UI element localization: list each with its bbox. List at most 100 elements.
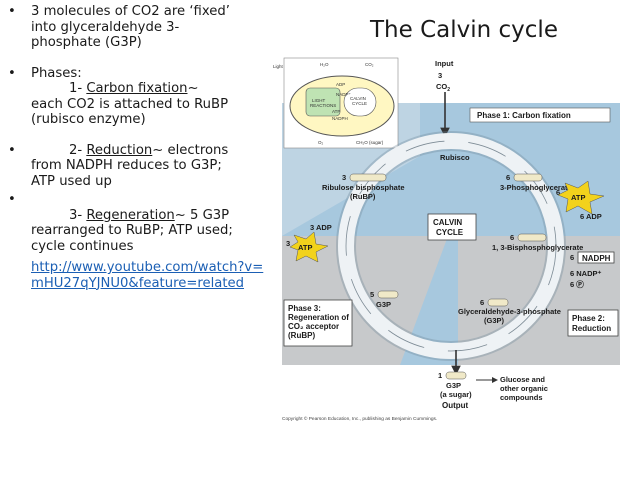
pga-count: 6 [506, 173, 510, 182]
g3p6-name: Glyceraldehyde-3-phosphate [458, 307, 561, 316]
bullet-4-line-2: rearranged to RuBP; ATP used; [31, 223, 233, 238]
rubisco-label: Rubisco [440, 153, 470, 162]
phase-number: 2- [69, 142, 87, 158]
inset-calvin-1: CALVIN [350, 96, 366, 101]
bullet-dot: • [8, 192, 16, 207]
rubp-abbrev: (RuBP) [350, 192, 376, 201]
inset-atp: ATP [332, 109, 340, 114]
phase2-line-1: Phase 2: [572, 314, 605, 323]
atp-left-count: 3 [286, 239, 290, 248]
calvin-cycle-diagram: Light H₂O CO₂ LIGHT REACTIONS CALVIN CYC… [273, 57, 620, 422]
co2-subscript: 2 [447, 87, 450, 93]
phase-name: Carbon fixation [86, 81, 188, 96]
inset-nadp: NADP⁺ [336, 92, 352, 97]
inset-adp: ADP [336, 82, 345, 87]
bullet-3: • 2- Reduction~ electrons from NADPH red… [6, 143, 268, 190]
bullet-4-line-1: 3- Regeneration~ 5 G3P [31, 208, 268, 224]
nadp-label: 6 NADP⁺ [570, 269, 602, 278]
glucose-1: Glucose and [500, 375, 545, 384]
phase-number: 3- [69, 207, 87, 223]
atp-burst-right [557, 180, 605, 215]
glucose-2: other organic [500, 384, 548, 393]
calvin-label-1: CALVIN [433, 218, 462, 227]
bullet-dot: • [8, 4, 16, 19]
phase1-label: Phase 1: Carbon fixation [477, 111, 571, 120]
phase-rest: ~ electrons [152, 142, 229, 158]
phase3-line-4: (RuBP) [288, 331, 315, 340]
inset-sugar: CH₂O (sugar) [356, 140, 384, 145]
atp-burst-left [289, 231, 329, 263]
output-label: Output [442, 401, 469, 410]
pi-label: 6 Ⓟ [570, 279, 584, 289]
adp-right: 6 ADP [580, 212, 602, 221]
bullet-3-line-1: 2- Reduction~ electrons [31, 143, 268, 159]
inset-calvin-2: CYCLE [352, 101, 367, 106]
phase3-line-3: CO₂ acceptor [288, 322, 339, 331]
phase3-line-2: Regeneration of [288, 313, 349, 322]
bullet-dot: • [8, 65, 16, 81]
g3p6-abbrev: (G3P) [484, 316, 505, 325]
bullet-3-line-2: from NADPH reduces to G3P; [31, 158, 222, 173]
chloroplast-inset: Light H₂O CO₂ LIGHT REACTIONS CALVIN CYC… [273, 57, 399, 149]
atp-right-label: ATP [571, 193, 585, 202]
atp-left-label: ATP [298, 243, 312, 252]
bullet-1: • 3 molecules of CO2 are ‘fixed’ into gl… [6, 4, 268, 51]
bullet-2-line-3: each CO2 is attached to RuBP [31, 96, 229, 112]
nadph-box [577, 251, 615, 264]
phase3-box [283, 299, 353, 347]
bullet-1-line-1: 3 molecules of CO2 are ‘fixed’ [31, 4, 230, 19]
output-g3p: G3P [446, 381, 461, 390]
bullet-list: • 3 molecules of CO2 are ‘fixed’ into gl… [6, 4, 268, 291]
bpg-count: 6 [510, 233, 514, 242]
nadph-count: 6 [570, 253, 574, 262]
bullet-2-line-2: 1- Carbon fixation~ [31, 81, 268, 97]
inset-light: Light [273, 64, 284, 69]
copyright-notice: Copyright © Pearson Education, Inc., pub… [282, 415, 437, 422]
tilde: ~ [187, 81, 199, 96]
bullet-4-line-3: cycle continues [31, 238, 134, 254]
pga-name: 3-Phosphoglycerate [500, 183, 572, 192]
inset-nadph: NADPH [332, 116, 348, 121]
input-co2: CO2 [436, 82, 450, 93]
g3p5-count: 5 [370, 290, 374, 299]
input-count: 3 [438, 71, 442, 80]
rubp-count: 3 [342, 173, 346, 182]
bullet-3-line-3: ATP used up [31, 173, 112, 189]
video-link-wrap: http://www.youtube.com/watch?v=mHU27qYJN… [6, 260, 268, 291]
phase-name: Regeneration [86, 207, 175, 223]
slide-title: The Calvin cycle [370, 17, 558, 43]
phase2-line-2: Reduction [572, 324, 611, 333]
inset-co2: CO₂ [365, 62, 374, 67]
inset-h2o: H₂O [320, 62, 329, 67]
adp-left: 3 ADP [310, 223, 332, 232]
calvin-label-2: CYCLE [436, 228, 464, 237]
phase2-box [567, 309, 619, 337]
bullet-dot: • [8, 142, 16, 158]
inset-o2: O₂ [318, 140, 324, 145]
bullet-2-line-1: Phases: [31, 65, 82, 81]
g3p6-count: 6 [480, 298, 484, 307]
atp-right-count: 6 [556, 188, 560, 197]
phase-name: Reduction [86, 142, 153, 158]
nadph-label: NADPH [582, 254, 611, 263]
input-label: Input [435, 59, 454, 68]
bullet-1-line-2: into glyceraldehyde 3- [31, 19, 180, 35]
output-count: 1 [438, 371, 442, 380]
inset-light-reactions-2: REACTIONS [310, 103, 336, 108]
rubp-name: Ribulose bisphosphate [322, 183, 405, 192]
phase-number: 1- [69, 81, 87, 96]
g3p5-label: G3P [376, 300, 391, 309]
co2-text: CO [436, 82, 447, 91]
bullet-4: • 3- Regeneration~ 5 G3P rearranged to R… [6, 192, 268, 254]
inset-light-reactions-1: LIGHT [312, 98, 326, 103]
bpg-name: 1, 3-Bisphosphoglycerate [492, 243, 583, 252]
bullet-1-line-3: phosphate (G3P) [31, 35, 142, 50]
glucose-3: compounds [500, 393, 543, 402]
calvin-cycle-box [427, 213, 477, 241]
phase3-line-1: Phase 3: [288, 304, 321, 313]
youtube-link[interactable]: http://www.youtube.com/watch?v=mHU27qYJN… [31, 260, 264, 291]
bullet-2-line-4: (rubisco enzyme) [31, 112, 146, 127]
phase-rest: ~ 5 G3P [174, 207, 230, 223]
output-sugar: (a sugar) [440, 390, 472, 399]
